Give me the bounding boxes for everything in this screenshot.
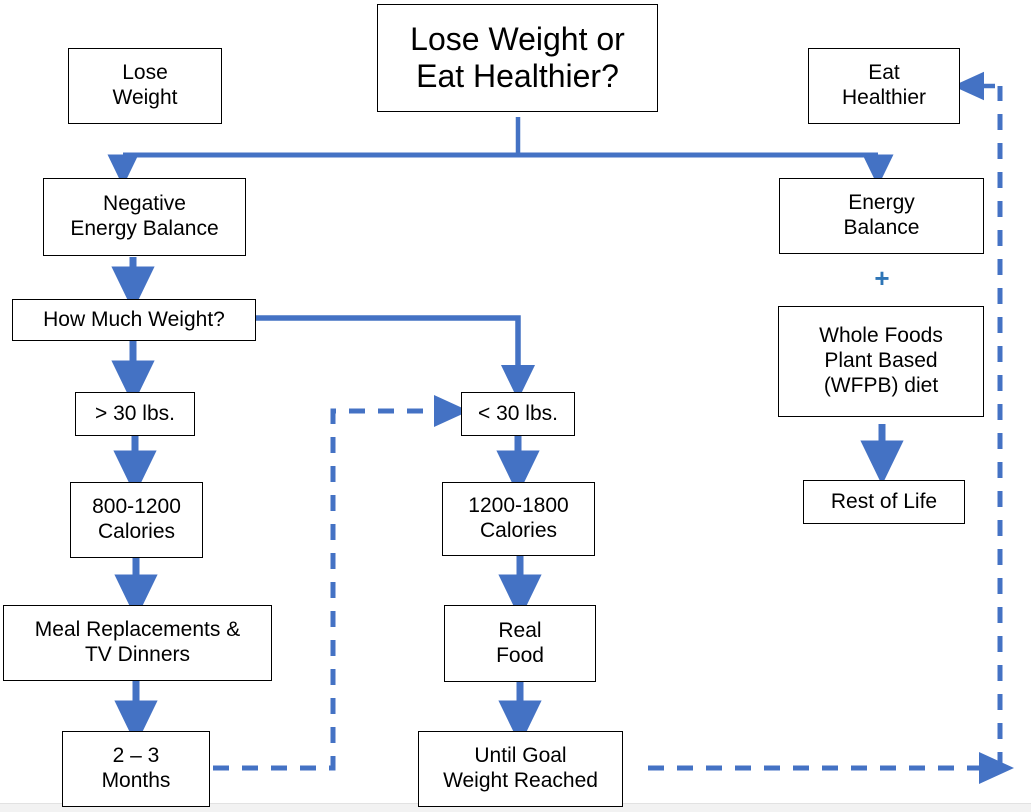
node-title: Lose Weight or Eat Healthier? [377,4,658,112]
edge-months-to-under30-dashed [213,395,470,771]
node-1200-1800-calories: 1200-1800 Calories [442,482,595,556]
plus-symbol: + [874,263,890,293]
node-over-30-lbs: > 30 lbs. [75,392,195,436]
node-wfpb-diet: Whole Foods Plant Based (WFPB) diet [778,306,984,417]
node-real-food: Real Food [444,605,596,682]
node-negative-energy-balance: Negative Energy Balance [43,178,246,256]
node-until-goal-weight-reached: Until Goal Weight Reached [418,731,623,807]
node-how-much-weight: How Much Weight? [12,299,256,341]
node-under-30-lbs: < 30 lbs. [461,392,575,436]
node-2-3-months: 2 – 3 Months [62,731,210,807]
node-eat-healthier: Eat Healthier [808,48,960,124]
node-rest-of-life: Rest of Life [803,480,965,524]
node-meal-replacements: Meal Replacements & TV Dinners [3,605,272,681]
edge-how-much-to-under30 [256,315,536,401]
node-energy-balance: Energy Balance [779,178,984,254]
node-800-1200-calories: 800-1200 Calories [70,482,203,558]
node-lose-weight: Lose Weight [68,48,222,124]
